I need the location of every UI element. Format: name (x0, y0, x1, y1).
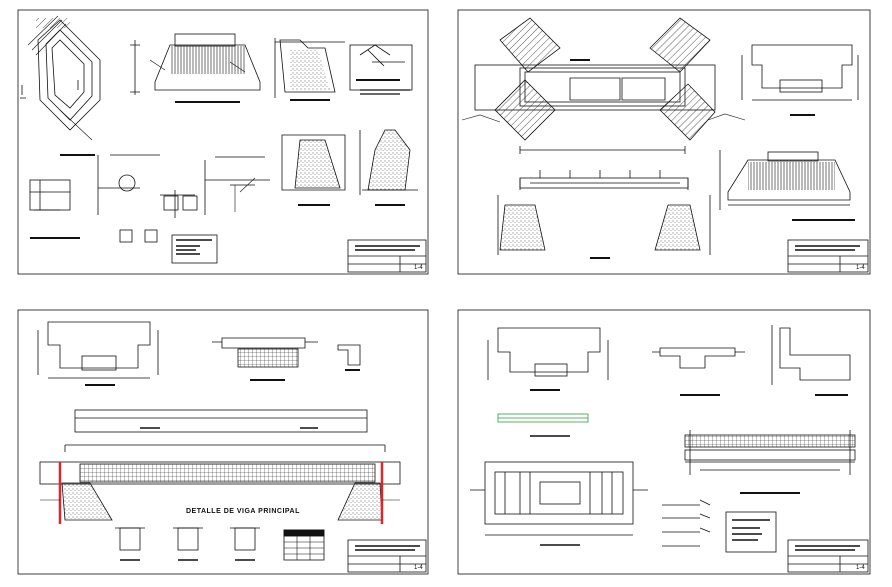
sheet-3 (17, 309, 429, 575)
sheet-1-detail-wall (204, 156, 270, 215)
sheet-1-section-a (274, 38, 345, 101)
sheet-3-number: 1-4 (414, 565, 423, 571)
sheet-2-bridge-plan (461, 17, 746, 154)
sheet-4-frame (457, 309, 871, 575)
sheet-4-number: 1-4 (856, 565, 865, 571)
sheet-1-number: 1-4 (414, 265, 423, 271)
sheet-3-main-beam (39, 444, 401, 524)
sheet-4-legend (725, 511, 777, 553)
sheet-1-detail-pipe (97, 154, 198, 243)
sheet-1-title-block (347, 239, 427, 273)
sheet-2 (457, 9, 871, 275)
sheet-3-bar-table (283, 529, 325, 561)
sheet-1-detail-footing (29, 179, 80, 239)
sheet-3-small-detail (337, 344, 361, 371)
sheet-2-title-block (787, 239, 869, 273)
sheet-1-section-c (359, 129, 418, 206)
sheet-3-cross-section (37, 321, 159, 386)
sheet-3-stirrup-details (115, 527, 260, 561)
sheet-2-number: 1-4 (856, 265, 865, 271)
sheet-1-abutment-elevation (130, 33, 261, 103)
sheet-3-title-block (347, 539, 427, 573)
sheet-1-wingwall-plan (20, 15, 101, 156)
sheet-4-beam-section (684, 430, 856, 494)
sheet-2-frame (457, 9, 871, 275)
sheet-1 (17, 9, 429, 275)
sheet-3-beam-title: DETALLE DE VIGA PRINCIPAL (186, 508, 300, 515)
sheet-2-elevation (497, 170, 711, 259)
sheet-3-beam-plan (74, 409, 368, 433)
sheet-4-deck-detail (652, 347, 745, 396)
sheet-2-abutment-elevation (719, 150, 855, 221)
sheet-4 (457, 309, 871, 575)
sheet-1-section-b (281, 134, 346, 206)
sheet-4-green-bar (497, 413, 589, 437)
sheet-3-frame (17, 309, 429, 575)
sheet-1-legend (171, 234, 218, 264)
sheet-1-frame (17, 9, 429, 275)
sheet-4-cross-section (487, 327, 609, 391)
sheet-1-detail-anchor (349, 44, 413, 95)
sheet-4-wall-detail (771, 325, 851, 396)
sheet-4-title-block (787, 539, 869, 573)
sheet-4-reinforcement-plan (470, 461, 648, 546)
sheet-3-slab-detail (212, 337, 318, 381)
sheet-4-bar-schedule (662, 499, 711, 547)
sheet-2-cross-section (741, 44, 859, 116)
